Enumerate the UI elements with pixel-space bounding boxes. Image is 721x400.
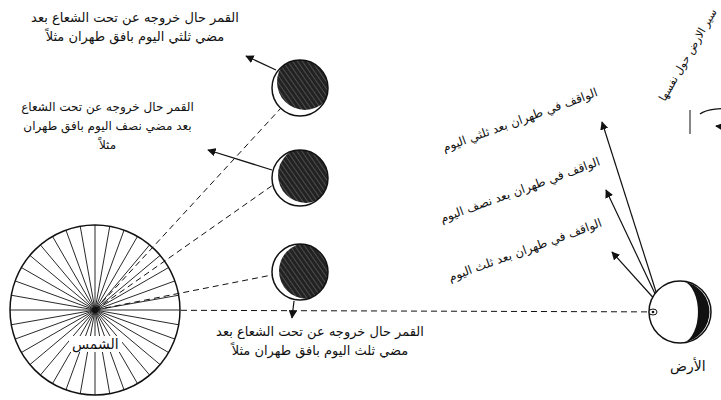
- moon-caption: القمر حال خروجه عن تحت الشعاع بعد مضي ثل…: [30, 8, 240, 46]
- observer-label: الواقف في طهران بعد ثلثي اليوم: [441, 85, 600, 154]
- moon-caption: القمر حال خروجه عن تحت الشعاع بعد مضي ثل…: [215, 322, 425, 360]
- observer-arrow: [602, 122, 658, 303]
- sun-circle: الشمس: [9, 224, 181, 396]
- moon-caption: القمر حال خروجه عن تحت الشعاع بعد مضي نص…: [15, 98, 200, 155]
- rotation-label: سير الارض حول نفسها: [656, 7, 719, 104]
- earth-circle: الأرض: [648, 280, 712, 344]
- earth-label: الأرض: [667, 358, 709, 374]
- rotation-arrow: [690, 109, 721, 134]
- earth-figure: [648, 280, 712, 344]
- sun-figure: [9, 224, 181, 396]
- moon: [272, 54, 335, 300]
- leader-arrow: [208, 56, 294, 318]
- observer-label: الواقف في طهران بعد ثلث اليوم: [446, 216, 603, 285]
- observer-label: الواقف في طهران بعد نصف اليوم: [438, 154, 602, 225]
- sun-earth-ray: [181, 310, 648, 312]
- sun-label: الشمس: [69, 336, 122, 352]
- sun-ray: [95, 108, 281, 310]
